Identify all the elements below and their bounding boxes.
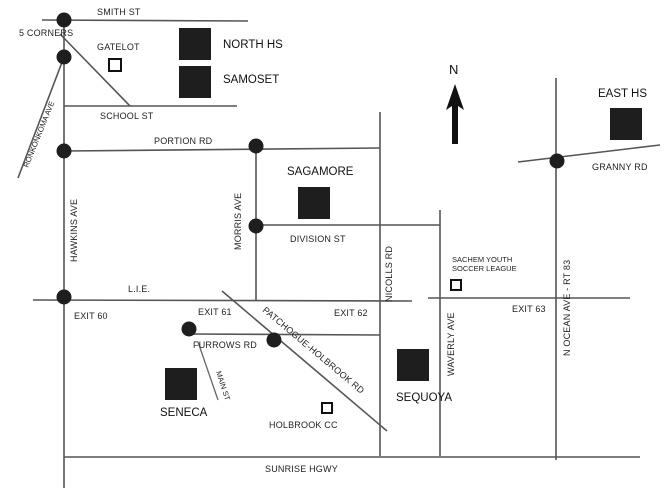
division-st-label: DIVISION ST: [290, 234, 346, 244]
road-labels: SMITH ST 5 CORNERS RONKONKOMA AVE SCHOOL…: [19, 7, 648, 474]
intersection-marker: [266, 332, 282, 348]
nicolls-rd-label: NICOLLS RD: [384, 246, 394, 302]
five-corners-label: 5 CORNERS: [19, 28, 73, 38]
lie-label: L.I.E.: [128, 284, 150, 294]
samoset-building: [179, 66, 211, 98]
furrows-rd-label: FURROWS RD: [193, 340, 257, 350]
intersection-marker: [549, 153, 565, 169]
intersection-marker: [248, 138, 264, 154]
seneca-label: SENECA: [160, 407, 208, 419]
gatelot-label: GATELOT: [97, 42, 140, 52]
morris-ave-label: MORRIS AVE: [233, 193, 243, 250]
intersection-marker: [181, 321, 197, 337]
ronkonkoma-ave-label: RONKONKOMA AVE: [22, 100, 57, 169]
east-hs-label: EAST HS: [598, 88, 647, 100]
north-hs-label: NORTH HS: [223, 39, 283, 51]
gatelot-building: [108, 58, 122, 72]
intersection-marker: [56, 49, 72, 65]
compass-label: N: [449, 62, 458, 77]
holbrook-cc-label: HOLBROOK CC: [269, 420, 338, 430]
portion-rd-label: PORTION RD: [154, 136, 213, 146]
patchogue-holbrook-rd-road: [221, 290, 388, 432]
ronkonkoma-ave-road: [17, 56, 65, 179]
furrows-rd-road: [188, 333, 381, 336]
buildings: [108, 28, 642, 414]
hawkins-ave-label: HAWKINS AVE: [69, 199, 79, 262]
north-arrow-icon: [446, 84, 464, 144]
exit-61-label: EXIT 61: [198, 307, 232, 317]
samoset-label: SAMOSET: [223, 74, 279, 86]
north-hs-building: [179, 28, 211, 60]
exit-62-label: EXIT 62: [334, 308, 368, 318]
exit-60-label: EXIT 60: [74, 311, 108, 321]
sagamore-label: SAGAMORE: [287, 166, 354, 178]
smith-st-road: [41, 19, 249, 22]
sequoya-building: [397, 349, 429, 381]
n-ocean-ave-label: N OCEAN AVE - RT 83: [562, 260, 572, 356]
patchogue-holbrook-rd-label: PATCHOGUE-HOLBROOK RD: [261, 305, 367, 396]
school-st-label: SCHOOL ST: [100, 111, 154, 121]
granny-rd-label: GRANNY RD: [592, 162, 648, 172]
main-st-road: [197, 341, 219, 401]
waverly-ave-label: WAVERLY AVE: [446, 312, 456, 376]
place-labels: GATELOT NORTH HS SAMOSET SAGAMORE EAST H…: [97, 39, 647, 430]
portion-rd-road: [63, 147, 381, 152]
holbrook-cc-building: [321, 402, 333, 414]
intersection-marker: [56, 143, 72, 159]
sachem-youth-label: SACHEM YOUTH: [452, 255, 512, 264]
sachem-youth-building: [450, 279, 462, 291]
seneca-building: [165, 368, 197, 400]
road-network: [17, 19, 661, 488]
sagamore-building: [298, 187, 330, 219]
five-corners-diagonal: [59, 33, 131, 107]
intersection-marker: [56, 12, 72, 28]
compass: N: [446, 62, 464, 144]
east-hs-building: [610, 108, 642, 140]
sequoya-label: SEQUOYA: [396, 392, 452, 404]
sunrise-hgwy-label: SUNRISE HGWY: [265, 464, 338, 474]
smith-st-label: SMITH ST: [97, 7, 141, 17]
soccer-league-label: SOCCER LEAGUE: [452, 264, 517, 273]
exit-63-label: EXIT 63: [512, 304, 546, 314]
intersections: [56, 12, 565, 348]
intersection-marker: [248, 218, 264, 234]
intersection-marker: [56, 289, 72, 305]
granny-rd-road: [517, 144, 661, 163]
lie-road: [32, 299, 413, 302]
